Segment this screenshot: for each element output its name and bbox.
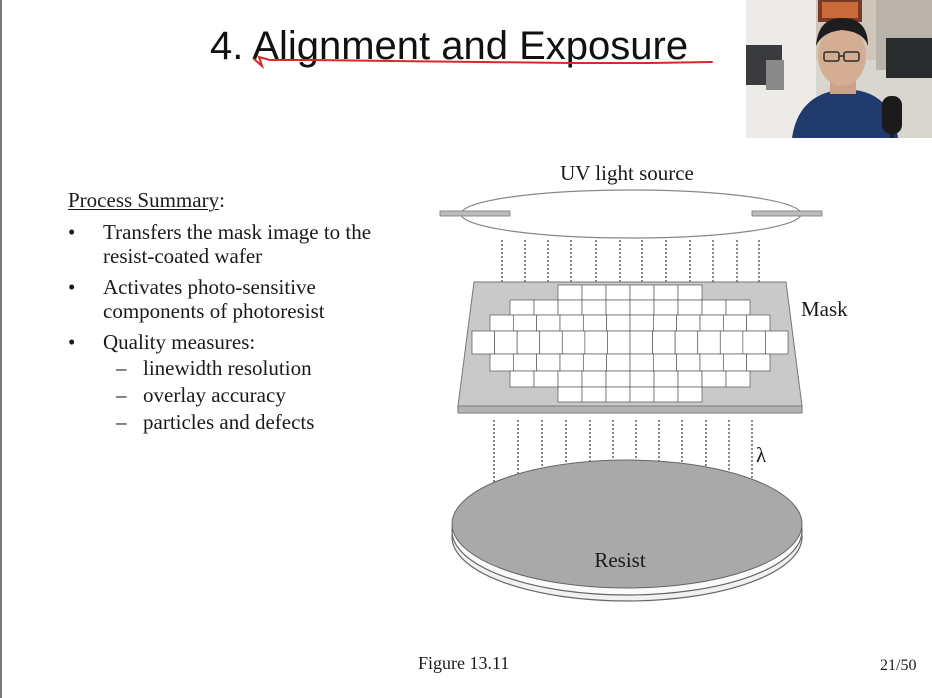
uv-light-source-label: UV light source <box>560 161 694 185</box>
mask-die-cell <box>489 353 514 372</box>
mask-die-cell <box>629 386 655 403</box>
process-summary-heading-colon: : <box>219 188 225 212</box>
mask-die-cell <box>699 314 724 332</box>
resist-coated-wafer <box>451 459 803 602</box>
process-summary: Process Summary: Transfers the mask imag… <box>68 188 413 441</box>
mask-die-cell <box>725 299 751 316</box>
mask-die-cell <box>606 353 631 372</box>
mask-die-cell <box>629 299 655 316</box>
mask-die-cell <box>581 284 607 301</box>
mask-die-cell <box>533 299 559 316</box>
mask-die-cell <box>701 299 727 316</box>
mask-die-cell <box>722 353 748 372</box>
mask-die-cell <box>494 330 518 355</box>
uv-lamp <box>439 189 823 239</box>
mask-die-cell <box>725 370 751 388</box>
exposure-diagram: UV light source Mask λ Resist <box>439 161 848 602</box>
page-number: 21/50 <box>880 657 917 674</box>
mask-die-cell <box>536 314 561 332</box>
mask-die-cell <box>652 330 676 355</box>
mask-die-cell <box>559 314 584 332</box>
wavelength-label: λ <box>756 443 767 467</box>
mask-die-cell <box>606 314 631 332</box>
mask-die-cell <box>561 330 586 355</box>
mask-die-cell <box>557 370 583 388</box>
mask-die-cell <box>584 330 608 355</box>
mask-die-cell <box>471 330 495 355</box>
mask-die-cell <box>677 299 703 316</box>
mask-die-cell <box>652 314 678 332</box>
mask-die-cell <box>629 284 655 301</box>
photomask <box>457 281 803 414</box>
mask-die-cell <box>677 386 703 403</box>
quality-measure-item: linewidth resolution <box>108 356 413 380</box>
mask-die-cell <box>512 314 538 332</box>
quality-measure-item: particles and defects <box>108 410 413 434</box>
quality-measure-item: overlay accuracy <box>108 383 413 407</box>
process-summary-heading: Process Summary <box>68 188 220 212</box>
mask-die-cell <box>746 314 771 332</box>
mask-die-cell <box>629 370 655 388</box>
mask-die-cell <box>653 284 679 301</box>
mask-die-cell <box>697 330 721 355</box>
mask-die-cell <box>653 299 679 316</box>
mask-die-cell <box>605 284 631 301</box>
mask-die-cell <box>765 330 789 355</box>
mask-die-grid <box>471 284 789 403</box>
mask-die-cell <box>489 314 514 332</box>
mask-die-cell <box>557 284 583 301</box>
quality-measures-list: linewidth resolution overlay accuracy pa… <box>108 356 413 434</box>
bullet-quality-measures-label: Quality measures: <box>103 330 256 354</box>
mask-die-cell <box>719 330 744 355</box>
slide-left-border <box>0 0 2 698</box>
bullet-activates-photo-sensitive: Activates photo-sensitive components of … <box>68 275 413 323</box>
mask-die-cell <box>653 386 679 403</box>
mask-die-cell <box>516 330 541 355</box>
mask-die-cell <box>653 370 679 388</box>
mask-die-cell <box>557 386 583 403</box>
mask-die-cell <box>509 299 535 316</box>
mask-die-cell <box>722 314 748 332</box>
mask-die-cell <box>652 353 678 372</box>
annotation-ink-underline <box>253 55 713 70</box>
mask-die-cell <box>539 330 563 355</box>
mask-die-cell <box>607 330 631 355</box>
mask-die-cell <box>677 284 703 301</box>
mask-die-cell <box>701 370 727 388</box>
mask-die-cell <box>581 386 607 403</box>
mask-die-cell <box>533 370 559 388</box>
mask-die-cell <box>676 353 701 372</box>
mask-die-cell <box>582 353 608 372</box>
mask-die-cell <box>677 370 703 388</box>
mask-die-cell <box>605 370 631 388</box>
figure-caption: Figure 13.11 <box>418 653 510 673</box>
mask-die-cell <box>746 353 771 372</box>
mask-die-cell <box>674 330 699 355</box>
process-summary-heading-line: Process Summary: <box>68 188 413 212</box>
mask-die-cell <box>581 299 607 316</box>
mask-die-cell <box>676 314 701 332</box>
mask-die-cell <box>629 353 654 372</box>
mask-die-cell <box>742 330 766 355</box>
mask-die-cell <box>629 314 654 332</box>
mask-die-cell <box>605 299 631 316</box>
webcam-video-overlay <box>746 0 932 138</box>
mask-die-cell <box>582 314 608 332</box>
mask-die-cell <box>512 353 538 372</box>
bullet-transfers-mask-image: Transfers the mask image to the resist-c… <box>68 220 413 268</box>
summary-bullet-list: Transfers the mask image to the resist-c… <box>68 220 413 434</box>
mask-die-cell <box>536 353 561 372</box>
mask-die-cell <box>629 330 653 355</box>
resist-label: Resist <box>594 548 646 572</box>
mask-die-cell <box>581 370 607 388</box>
mask-label: Mask <box>801 297 848 321</box>
mask-die-cell <box>605 386 631 403</box>
bullet-quality-measures: Quality measures: linewidth resolution o… <box>68 330 413 434</box>
mask-die-cell <box>557 299 583 316</box>
mask-die-cell <box>559 353 584 372</box>
mask-die-cell <box>699 353 724 372</box>
mask-die-cell <box>509 370 535 388</box>
